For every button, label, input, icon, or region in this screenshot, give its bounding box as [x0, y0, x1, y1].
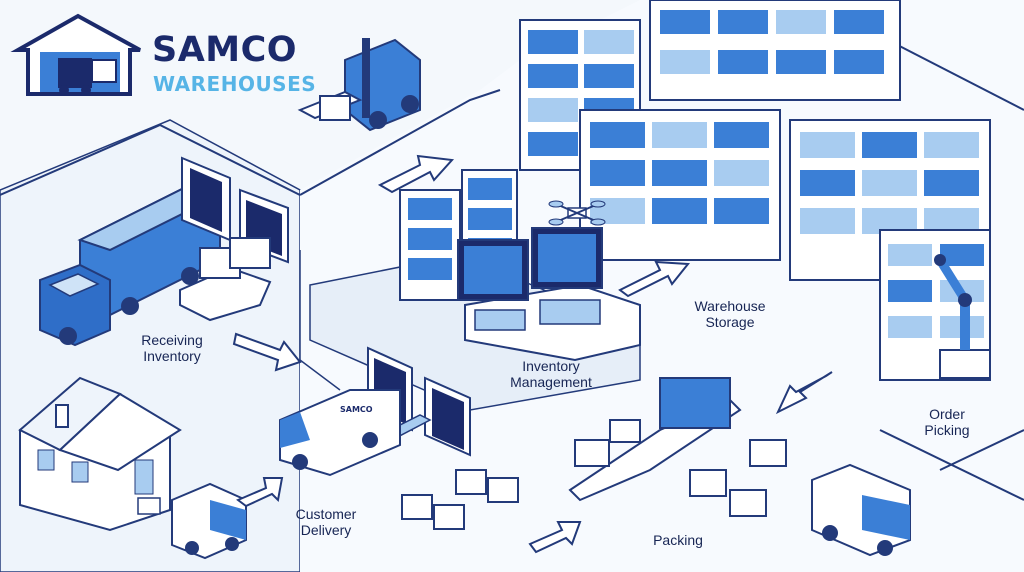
drone-icon: [548, 200, 606, 226]
robot-arm-icon: [934, 254, 991, 379]
label-customer-delivery: Customer Delivery: [295, 506, 357, 538]
loading-dock: [179, 156, 289, 322]
monitor-icon: [457, 227, 641, 362]
logo-subtitle: WAREHOUSES: [153, 72, 317, 96]
conveyor-icon: [338, 377, 742, 502]
forklift-icon: [297, 38, 421, 132]
house-icon: [18, 376, 182, 532]
van-icon: SAMCO: [279, 389, 401, 477]
label-warehouse-storage: Warehouse Storage: [694, 298, 766, 330]
van-icon-right: [811, 463, 911, 557]
arrow-icon: [232, 154, 833, 554]
package-stacks: [137, 419, 787, 530]
label-receiving-inventory: Receiving Inventory: [141, 332, 203, 364]
van-logo-text: SAMCO: [340, 405, 373, 414]
warehouse-icon: [10, 13, 141, 96]
van-icon-small: [171, 482, 247, 560]
label-packing: Packing: [653, 532, 703, 548]
label-inventory-management: Inventory Management: [510, 358, 592, 390]
logo-title: SAMCO: [152, 30, 298, 70]
label-order-picking: Order Picking: [924, 406, 970, 438]
storage-racks: [399, 0, 991, 381]
